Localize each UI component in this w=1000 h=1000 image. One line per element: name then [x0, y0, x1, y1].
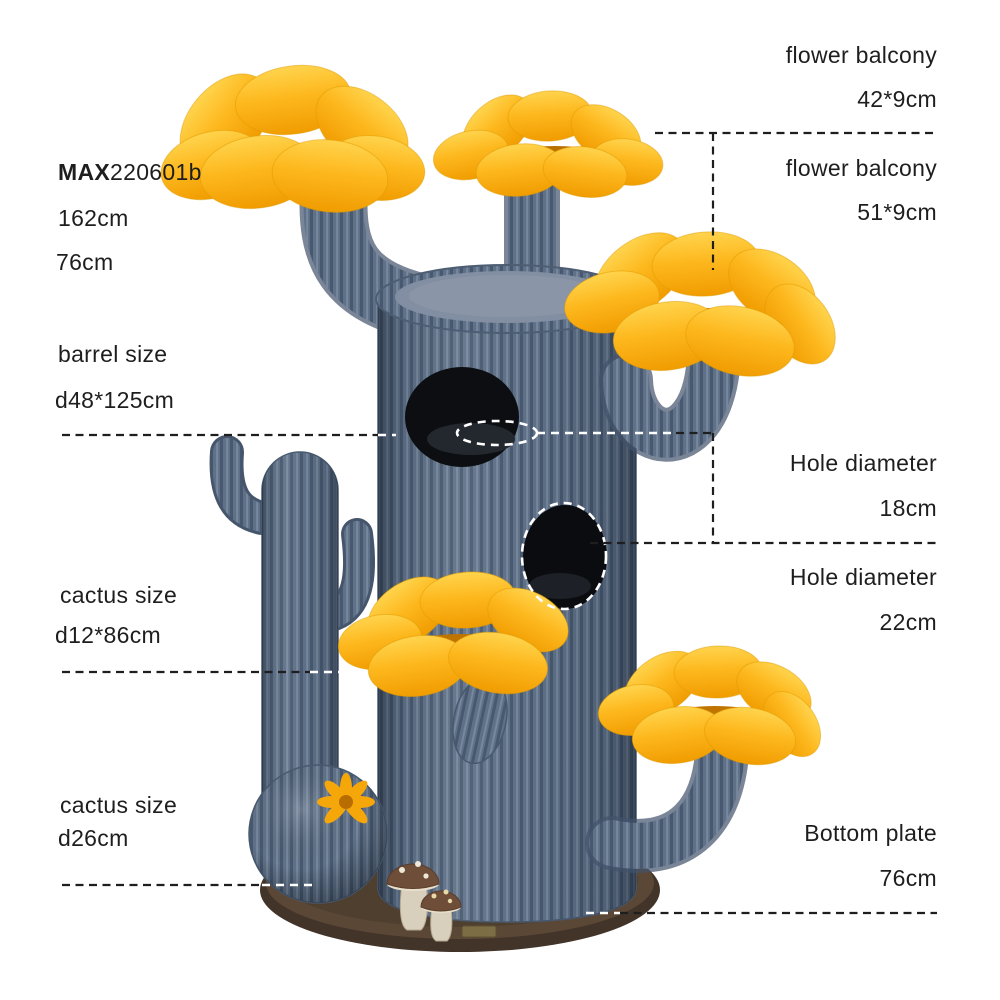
barrel	[375, 264, 639, 923]
hole-diameter-1-value: 18cm	[879, 495, 937, 521]
flower-middle	[337, 571, 569, 698]
cactus-size-1-title: cactus size	[60, 582, 178, 608]
flower-bottom-right	[597, 645, 822, 766]
flower-right	[564, 231, 836, 377]
flower-balcony-2-value: 51*9cm	[857, 199, 937, 225]
hole-diameter-2-title: Hole diameter	[789, 564, 937, 590]
cactus-size-2-title: cactus size	[60, 792, 178, 818]
ball-flower	[317, 773, 375, 824]
brand-tag	[461, 925, 497, 938]
top-hole	[405, 367, 519, 467]
hole-22-outline	[520, 501, 608, 611]
cactus-size-2-value: d26cm	[58, 825, 129, 851]
total-width-value: 76cm	[56, 249, 114, 275]
bottom-plate-value: 76cm	[879, 865, 937, 891]
hole-diameter-1-title: Hole diameter	[789, 450, 937, 476]
hole-diameter-2-value: 22cm	[879, 609, 937, 635]
bottom-hole	[523, 505, 607, 609]
total-height-value: 162cm	[58, 205, 129, 231]
ball-cactus	[248, 764, 388, 904]
flower-top-left	[160, 64, 426, 213]
barrel-size-value: d48*125cm	[55, 387, 175, 413]
model-number: MAX220601b	[58, 158, 202, 186]
flower-balcony-1-value: 42*9cm	[857, 86, 937, 112]
mushroom-small	[420, 889, 462, 942]
model-prefix: MAX	[58, 159, 111, 185]
mushroom-large	[386, 861, 440, 931]
flower-top	[432, 90, 664, 198]
barrel-size-title: barrel size	[58, 341, 168, 367]
model-suffix: 220601b	[110, 159, 202, 185]
flower-balcony-2-title: flower balcony	[785, 155, 937, 181]
cactus-size-1-value: d12*86cm	[55, 622, 161, 648]
bottom-plate-title: Bottom plate	[804, 820, 937, 846]
flower-balcony-1-title: flower balcony	[785, 42, 937, 68]
